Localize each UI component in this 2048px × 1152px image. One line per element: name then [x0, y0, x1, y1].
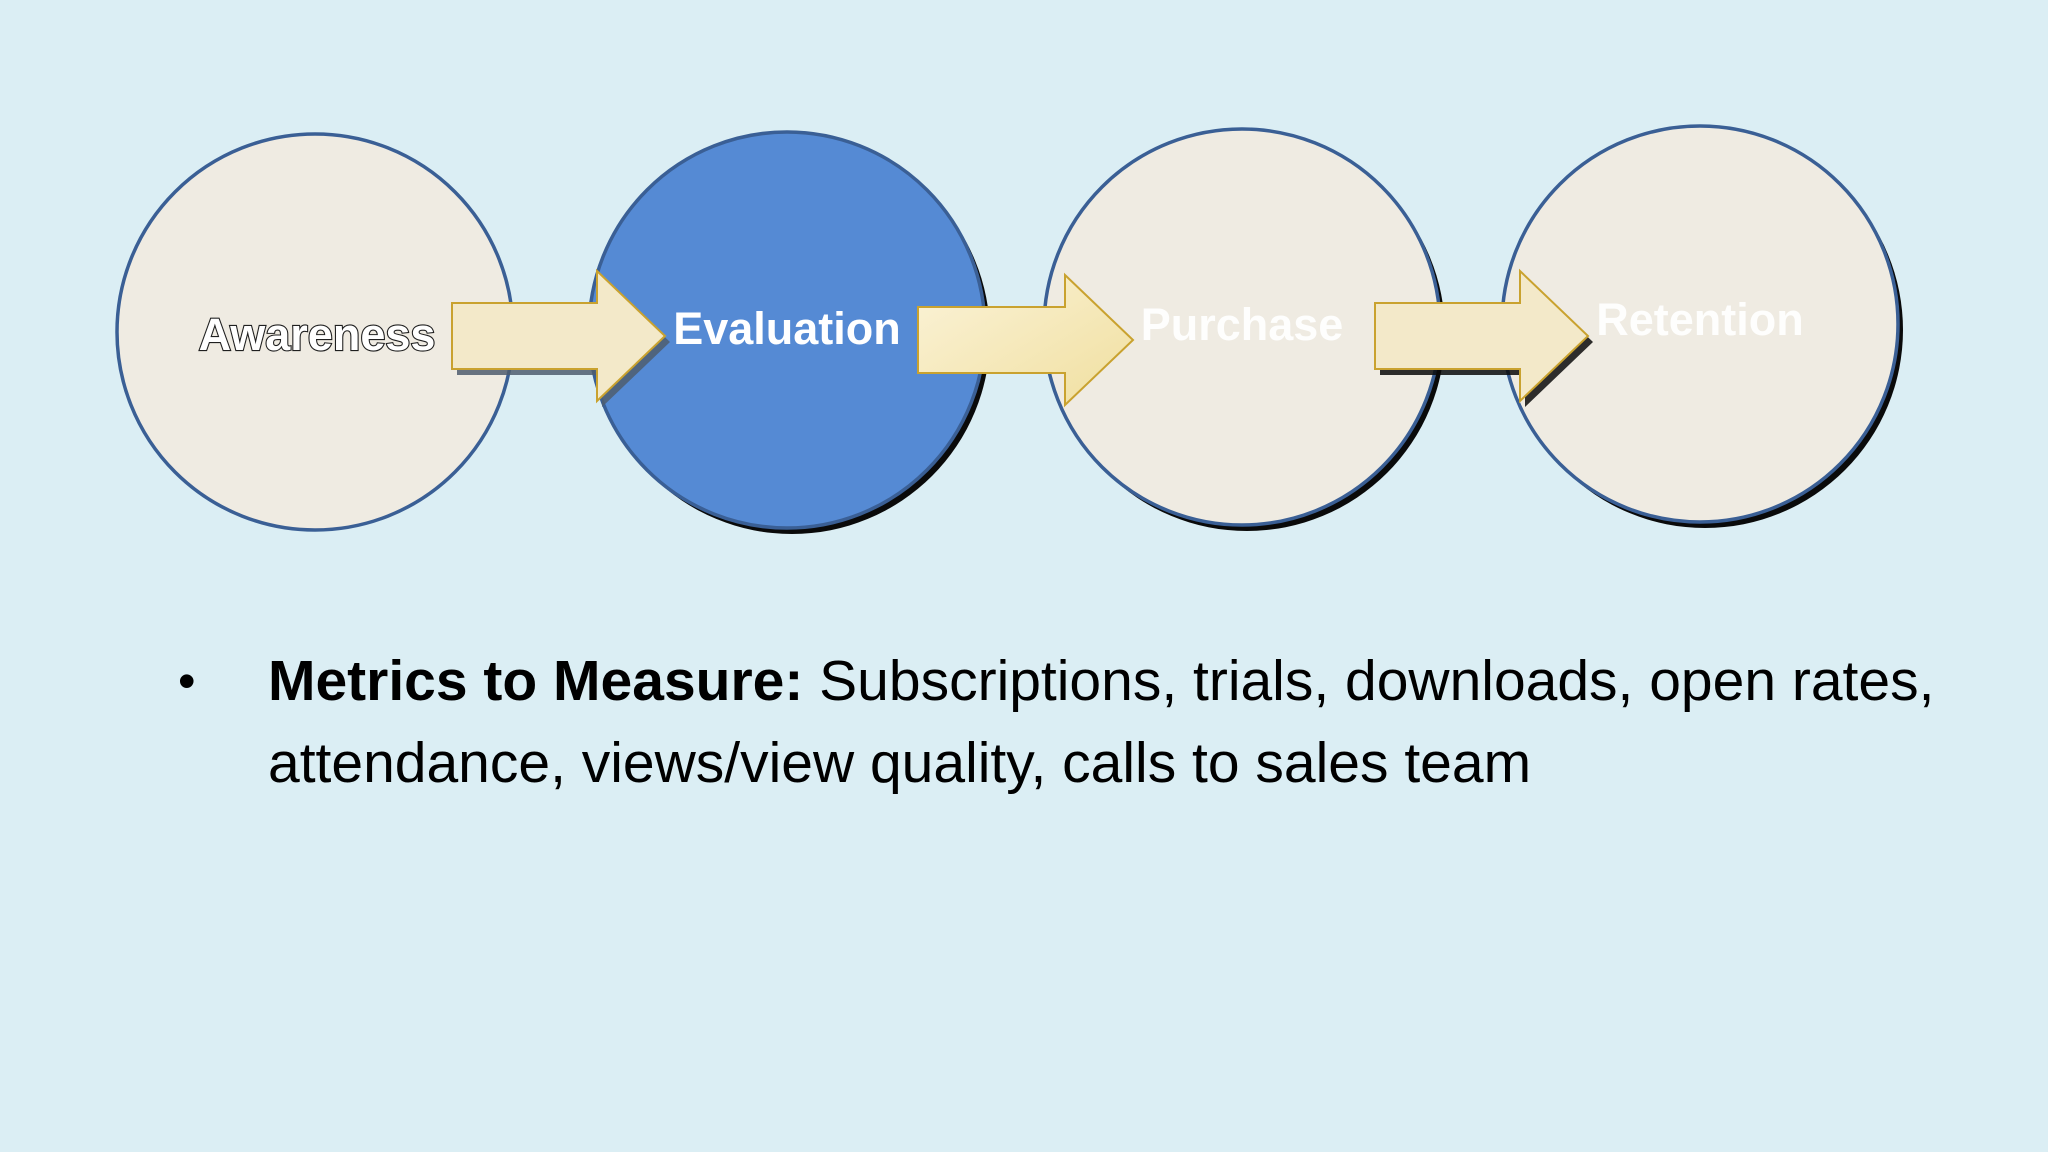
funnel-diagram: Awareness Evaluation Purchase Retention [115, 124, 1903, 534]
metrics-text: Metrics to Measure: Subscriptions, trial… [268, 640, 1988, 804]
stage-awareness-label: Awareness [199, 309, 436, 360]
metrics-list: Subscriptions, trials, downloads, open r… [268, 649, 1935, 795]
stage-retention-label: Retention [1596, 294, 1804, 345]
flow-arrow-2 [917, 272, 1135, 408]
stage-evaluation-label: Evaluation [673, 303, 901, 354]
bullet-point: • [178, 653, 196, 709]
flow-arrow-1 [451, 268, 667, 404]
metrics-heading: Metrics to Measure: [268, 649, 804, 713]
stage-purchase-label: Purchase [1141, 299, 1344, 350]
flow-arrow-3 [1374, 268, 1590, 404]
